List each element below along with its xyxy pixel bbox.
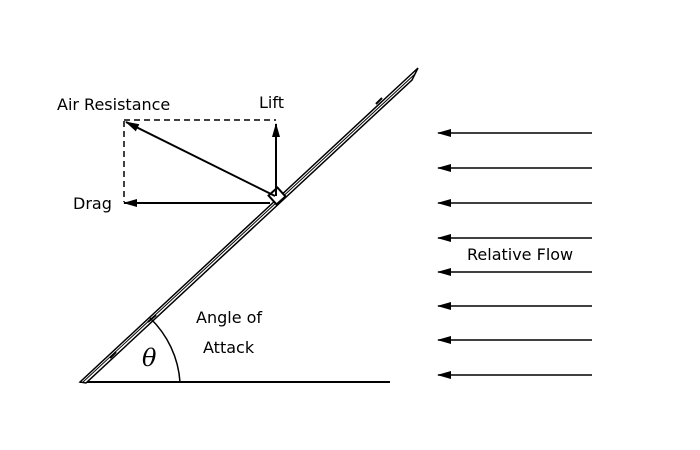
relative-flow-label: Relative Flow [467,245,573,264]
air-resistance-label: Air Resistance [57,95,170,114]
angle-arc [149,317,181,383]
theta-symbol: θ [142,344,157,372]
relative-flow-label-bg [462,240,586,266]
wing-plate [78,67,419,384]
drag-label: Drag [73,194,112,213]
angle-of-attack-label-line1: Angle of [196,308,262,327]
wing-tick-upper [375,97,383,105]
wing-centerline [82,73,416,383]
wing-tick-lower [109,351,117,359]
air-resistance-arrow [125,121,276,197]
angle-of-attack-label-line2: Attack [203,338,255,357]
lift-label: Lift [259,93,284,112]
wing-tick-mid [147,314,157,323]
